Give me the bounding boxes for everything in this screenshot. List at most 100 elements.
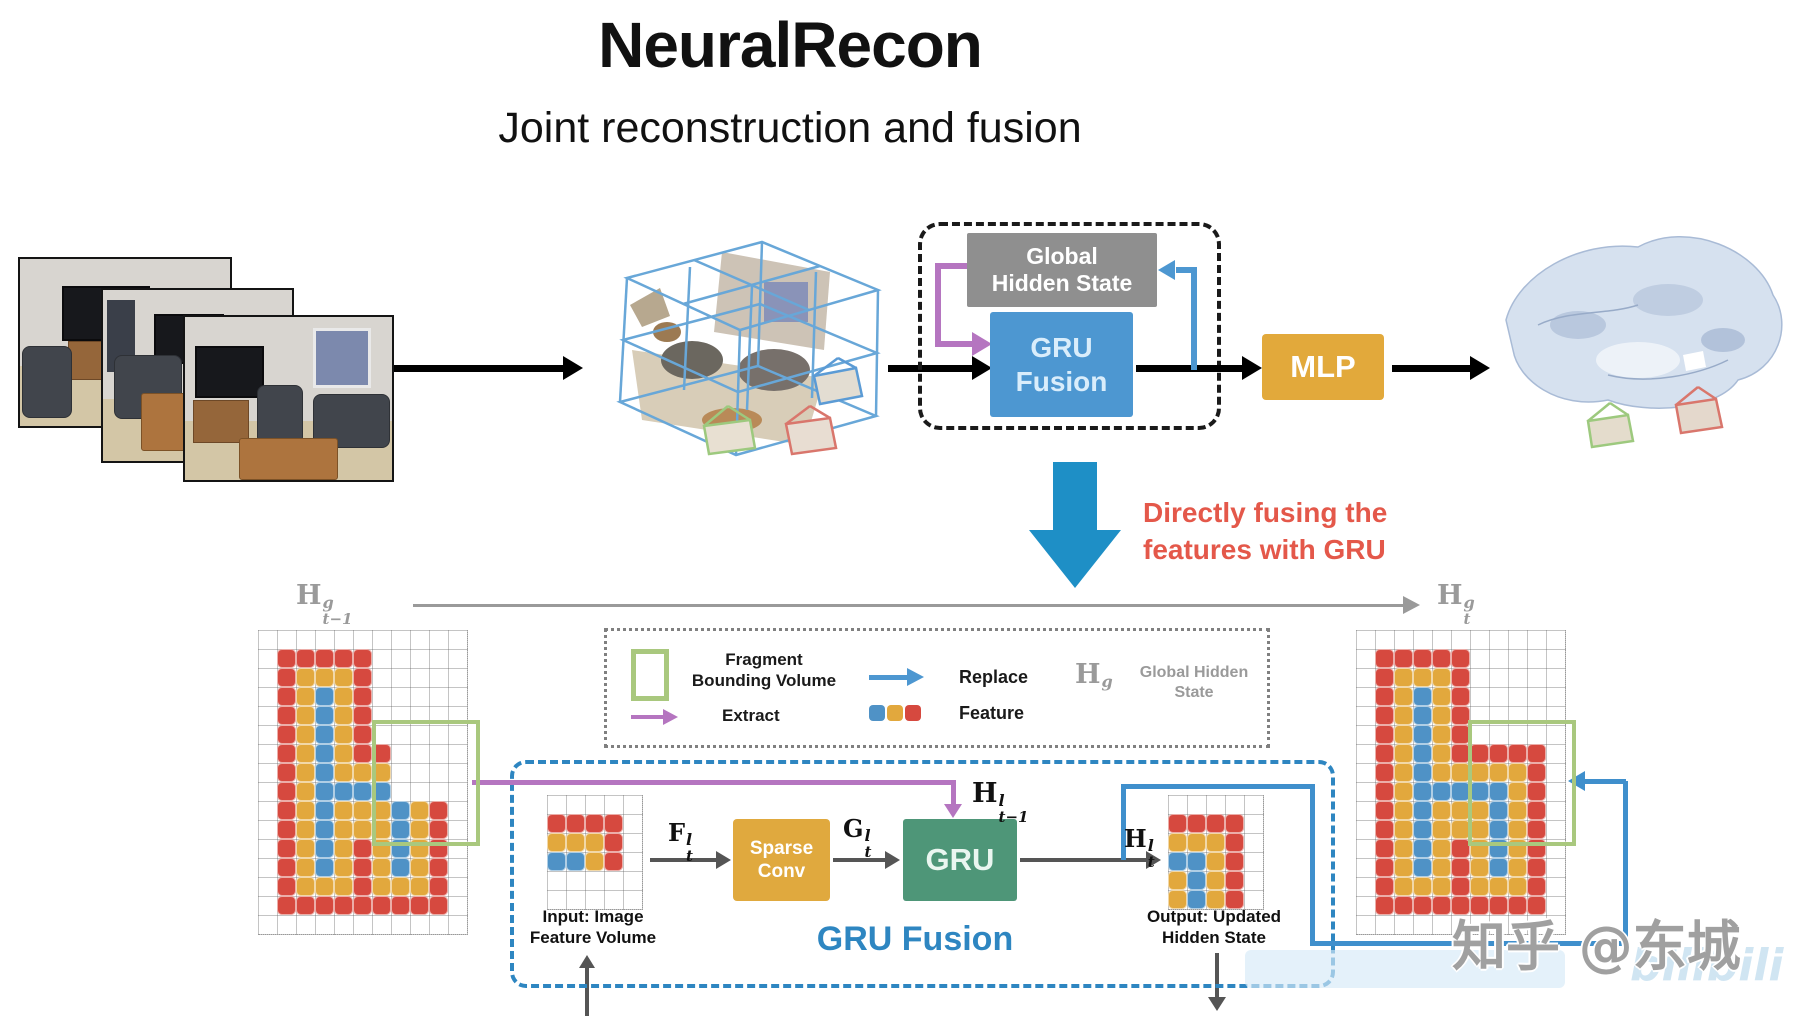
- feature-cell: [1451, 782, 1470, 801]
- feature-cell: [410, 877, 429, 896]
- feature-cell: [1489, 763, 1508, 782]
- feature-cell: [1375, 896, 1394, 915]
- feature-cell: [372, 877, 391, 896]
- feature-cell: [1432, 877, 1451, 896]
- output-label: Output: Updated Hidden State: [1140, 906, 1288, 948]
- feature-cell: [1489, 896, 1508, 915]
- feature-cell: [334, 668, 353, 687]
- feature-cell: [277, 877, 296, 896]
- legend-fragment-line1: Fragment: [725, 650, 803, 669]
- feature-cell: [1394, 668, 1413, 687]
- feature-cell: [296, 877, 315, 896]
- feature-cell: [353, 801, 372, 820]
- sparse-conv-line2: Conv: [757, 861, 806, 882]
- feature-cell: [391, 858, 410, 877]
- feature-cell: [296, 725, 315, 744]
- feature-cell: [1432, 649, 1451, 668]
- feature-cell: [315, 820, 334, 839]
- feature-cell: [296, 763, 315, 782]
- feature-cell: [1187, 890, 1206, 909]
- feature-cell: [1470, 896, 1489, 915]
- feature-cell: [277, 820, 296, 839]
- feature-cell: [1432, 839, 1451, 858]
- feature-cell: [334, 858, 353, 877]
- feature-cell: [315, 668, 334, 687]
- feature-cell: [277, 782, 296, 801]
- feature-cell: [1394, 858, 1413, 877]
- feature-cell: [1413, 668, 1432, 687]
- feature-cell: [410, 801, 429, 820]
- feature-cell: [604, 814, 623, 833]
- feature-cell: [1413, 763, 1432, 782]
- gru-fusion-line1: GRU: [1030, 331, 1093, 363]
- feature-cell: [1432, 744, 1451, 763]
- feature-cell: [334, 706, 353, 725]
- feature-cell: [391, 820, 410, 839]
- feature-cell: [585, 852, 604, 871]
- feature-cell: [1394, 649, 1413, 668]
- feature-cell: [604, 852, 623, 871]
- feature-cell: [315, 782, 334, 801]
- feature-cell: [277, 839, 296, 858]
- feature-cell: [1527, 877, 1546, 896]
- feature-cell: [1527, 763, 1546, 782]
- feature-cell: [1187, 871, 1206, 890]
- feature-cell: [296, 744, 315, 763]
- feature-cell: [1225, 833, 1244, 852]
- feature-cell: [1432, 858, 1451, 877]
- feature-cell: [315, 801, 334, 820]
- feature-cell: [1375, 858, 1394, 877]
- feature-cell: [1432, 725, 1451, 744]
- feature-cell: [1451, 649, 1470, 668]
- feature-cell: [353, 763, 372, 782]
- feature-cell: [1470, 820, 1489, 839]
- gru-fusion-line2: Fusion: [1015, 365, 1108, 397]
- feature-cell: [1489, 858, 1508, 877]
- feature-cell: [334, 896, 353, 915]
- feature-cell: [1451, 877, 1470, 896]
- feature-cell: [1225, 871, 1244, 890]
- caption-line2: features with GRU: [1143, 534, 1386, 565]
- camera-frustum-red: [784, 404, 838, 456]
- feature-cell: [277, 896, 296, 915]
- feature-cell: [334, 782, 353, 801]
- feature-cell: [315, 877, 334, 896]
- feature-cell: [566, 814, 585, 833]
- feature-cell: [353, 687, 372, 706]
- gru-fusion-box: GRU Fusion: [990, 312, 1133, 417]
- feature-cell: [1413, 782, 1432, 801]
- room-photo-3: [183, 315, 394, 482]
- feature-cell: [1394, 896, 1413, 915]
- feature-cell: [296, 687, 315, 706]
- feature-cell: [277, 687, 296, 706]
- feature-cell: [353, 858, 372, 877]
- feature-cell: [547, 814, 566, 833]
- feature-cell: [1187, 833, 1206, 852]
- feature-cell: [1451, 725, 1470, 744]
- output-feature-grid: [1168, 795, 1264, 910]
- feature-cell: [315, 763, 334, 782]
- feature-cell: [353, 649, 372, 668]
- feature-cell: [410, 858, 429, 877]
- feature-cell: [1394, 877, 1413, 896]
- legend-fragment-line2: Bounding Volume: [691, 671, 837, 690]
- camera-frustum-blue: [812, 356, 864, 406]
- feature-cell: [353, 877, 372, 896]
- feature-cell: [566, 833, 585, 852]
- fragment-bounding-box-left: [372, 720, 480, 846]
- feature-cell: [1168, 833, 1187, 852]
- feature-cell: [1413, 801, 1432, 820]
- legend-replace-label: Replace: [959, 667, 1029, 687]
- feature-cell: [296, 896, 315, 915]
- global-hidden-state-box: Global Hidden State: [967, 233, 1157, 307]
- feature-cell: [1451, 763, 1470, 782]
- feature-cell: [1508, 782, 1527, 801]
- feature-cell: [1375, 801, 1394, 820]
- sparse-conv-box: Sparse Conv: [733, 819, 830, 901]
- feature-cell: [1527, 858, 1546, 877]
- page-subtitle: Joint reconstruction and fusion: [498, 104, 1082, 152]
- feature-cell: [1375, 706, 1394, 725]
- feature-cell: [1470, 763, 1489, 782]
- input-label-line2: Feature Volume: [529, 928, 657, 947]
